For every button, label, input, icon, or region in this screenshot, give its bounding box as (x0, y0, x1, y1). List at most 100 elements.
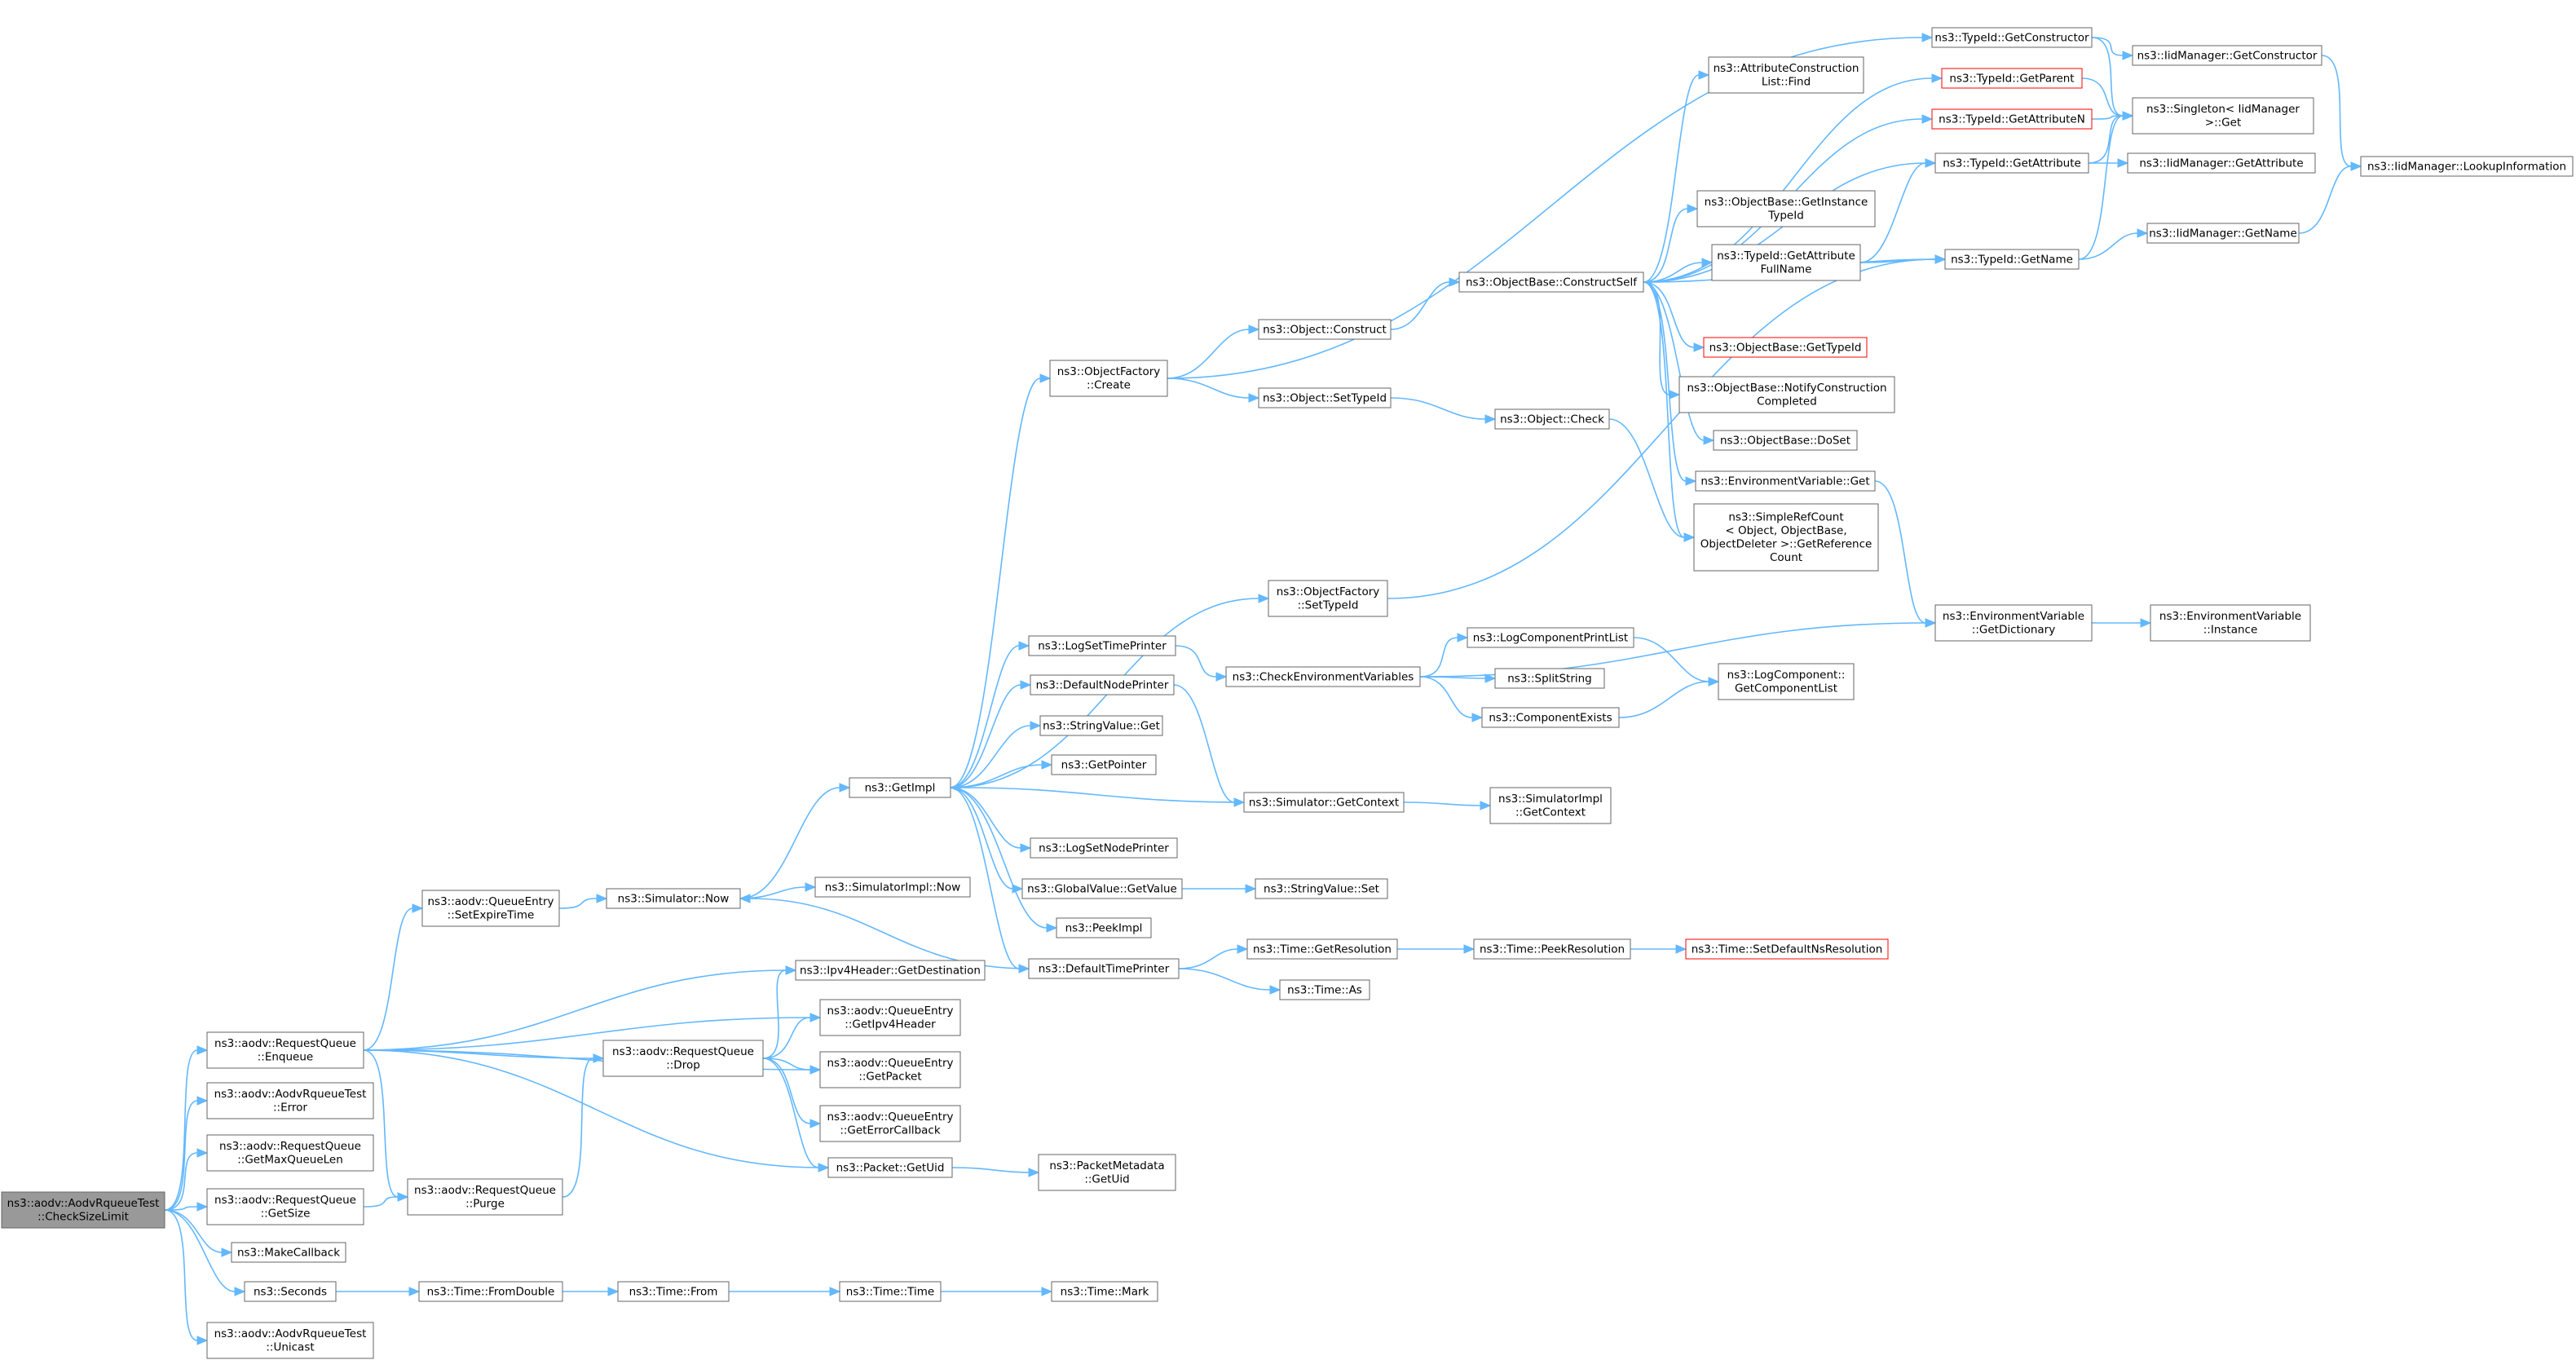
node-simimplnow[interactable]: ns3::SimulatorImpl::Now (814, 876, 971, 898)
node-box (1, 1191, 165, 1229)
node-objectcheck[interactable]: ns3::Object::Check (1494, 408, 1610, 430)
node-purge[interactable]: ns3::aodv::RequestQueue::Purge (407, 1178, 563, 1216)
node-logsetnodeprinter[interactable]: ns3::LogSetNodePrinter (1030, 837, 1178, 859)
node-typeidgetattribute[interactable]: ns3::TypeId::GetAttribute (1934, 152, 2089, 174)
node-logsettimeprinter[interactable]: ns3::LogSetTimePrinter (1028, 635, 1176, 656)
node-timeas[interactable]: ns3::Time::As (1279, 979, 1370, 1000)
node-box (1038, 1154, 1176, 1191)
edge-line (1390, 397, 1486, 420)
node-envvarinstance[interactable]: ns3::EnvironmentVariable::Instance (2150, 604, 2311, 642)
node-drop[interactable]: ns3::aodv::RequestQueue::Drop (602, 1040, 764, 1077)
node-envvarget[interactable]: ns3::EnvironmentVariable::Get (1695, 470, 1876, 492)
node-seconds[interactable]: ns3::Seconds (244, 1281, 337, 1302)
edge-constructself-to-simplerefcount (1643, 281, 1696, 542)
node-simnow[interactable]: ns3::Simulator::Now (606, 888, 741, 909)
node-getimpl[interactable]: ns3::GetImpl (849, 777, 951, 798)
edge-defaultnodeprinter-to-simgetcontext (1173, 684, 1246, 807)
node-label: ns3::GlobalValue::GetValue (1027, 882, 1177, 895)
node-ipv4getdest[interactable]: ns3::Ipv4Header::GetDestination (795, 960, 986, 981)
node-label: List::Find (1762, 76, 1811, 89)
node-envvargetdictionary[interactable]: ns3::EnvironmentVariable::GetDictionary (1934, 604, 2093, 642)
node-getsize[interactable]: ns3::aodv::RequestQueue::GetSize (206, 1188, 364, 1225)
node-box (1693, 503, 1879, 572)
node-timetime[interactable]: ns3::Time::Time (839, 1281, 942, 1302)
node-timegetresolution[interactable]: ns3::Time::GetResolution (1246, 938, 1398, 960)
node-label: ns3::Time::PeekResolution (1480, 943, 1625, 956)
node-simimplgetcontext[interactable]: ns3::SimulatorImpl::GetContext (1489, 787, 1612, 824)
node-iidgetconstructor[interactable]: ns3::IidManager::GetConstructor (2132, 45, 2322, 66)
node-checkenvvars[interactable]: ns3::CheckEnvironmentVariables (1225, 666, 1421, 687)
arrowhead (829, 1287, 841, 1296)
node-setexpiretime[interactable]: ns3::aodv::QueueEntry::SetExpireTime (421, 890, 560, 927)
node-iidlookupinfo[interactable]: ns3::IidManager::LookupInformation (2360, 156, 2574, 177)
node-geterrorcallback[interactable]: ns3::aodv::QueueEntry::GetErrorCallback (819, 1105, 961, 1142)
arrowhead (1683, 532, 1696, 542)
node-objbasedoset[interactable]: ns3::ObjectBase::DoSet (1713, 430, 1858, 451)
node-timemark[interactable]: ns3::Time::Mark (1051, 1281, 1158, 1302)
node-globalvaluegetvalue[interactable]: ns3::GlobalValue::GetValue (1021, 878, 1183, 899)
edge-typeidgetname-to-singletonget (2078, 111, 2134, 260)
edge-line (1419, 676, 1473, 718)
node-simgetcontext[interactable]: ns3::Simulator::GetContext (1243, 792, 1405, 813)
node-error[interactable]: ns3::aodv::AodvRqueueTest::Error (206, 1082, 374, 1119)
node-packetmetadatagetuid[interactable]: ns3::PacketMetadata::GetUid (1038, 1154, 1176, 1191)
node-label: ::SetExpireTime (448, 909, 535, 922)
node-timepeekresolution[interactable]: ns3::Time::PeekResolution (1473, 938, 1631, 960)
node-getmaxqueuelen[interactable]: ns3::aodv::RequestQueue::GetMaxQueueLen (206, 1134, 374, 1172)
node-makecallback[interactable]: ns3::MakeCallback (231, 1242, 346, 1263)
node-box (819, 1105, 961, 1142)
node-unicast[interactable]: ns3::aodv::AodvRqueueTest::Unicast (206, 1322, 374, 1359)
node-box (1268, 580, 1388, 617)
node-getpointer[interactable]: ns3::GetPointer (1051, 754, 1157, 775)
arrowhead (2140, 618, 2152, 628)
node-objfactorycreate[interactable]: ns3::ObjectFactory::Create (1049, 360, 1168, 397)
node-logcomponentprintlist[interactable]: ns3::LogComponentPrintList (1467, 627, 1634, 648)
node-box (1494, 668, 1605, 689)
node-stringvalueget[interactable]: ns3::StringValue::Get (1039, 715, 1163, 736)
node-setdefaultnsres[interactable]: ns3::Time::SetDefaultNsResolution (1685, 938, 1889, 960)
node-box (244, 1281, 337, 1302)
arrowhead (1463, 944, 1475, 954)
node-iidgetname[interactable]: ns3::IidManager::GetName (2146, 223, 2300, 244)
node-label: < Object, ObjectBase, (1725, 524, 1846, 537)
node-peekimpl[interactable]: ns3::PeekImpl (1056, 917, 1152, 938)
node-enqueue[interactable]: ns3::aodv::RequestQueue::Enqueue (206, 1031, 364, 1069)
node-componentexists[interactable]: ns3::ComponentExists (1481, 707, 1620, 728)
node-objectconstruct[interactable]: ns3::Object::Construct (1258, 319, 1392, 340)
node-stringvalueset[interactable]: ns3::StringValue::Set (1255, 878, 1388, 899)
edge-enqueue-to-setexpiretime (363, 903, 424, 1051)
node-splitstring[interactable]: ns3::SplitString (1494, 668, 1605, 689)
node-typeidgetconstructor[interactable]: ns3::TypeId::GetConstructor (1931, 27, 2093, 48)
node-notifyconstructioncompleted[interactable]: ns3::ObjectBase::NotifyConstructionCompl… (1678, 376, 1895, 413)
node-packetgetuid[interactable]: ns3::Packet::GetUid (827, 1157, 953, 1178)
node-getipv4header[interactable]: ns3::aodv::QueueEntry::GetIpv4Header (819, 999, 961, 1036)
node-typeidgetparent[interactable]: ns3::TypeId::GetParent (1941, 68, 2083, 89)
node-defaulttimeprinter[interactable]: ns3::DefaultTimePrinter (1028, 958, 1180, 979)
node-label: ns3::ObjectBase::GetTypeId (1709, 341, 1862, 354)
edge-simnow-to-getimpl (739, 783, 851, 899)
arrowhead (1484, 673, 1497, 683)
node-getpacket[interactable]: ns3::aodv::QueueEntry::GetPacket (819, 1051, 961, 1088)
node-objfactorysettypeid[interactable]: ns3::ObjectFactory::SetTypeId (1268, 580, 1388, 617)
arrowhead (1233, 797, 1246, 807)
node-typeidgetattributen[interactable]: ns3::TypeId::GetAttributeN (1931, 108, 2093, 130)
node-objbasegettypeid[interactable]: ns3::ObjectBase::GetTypeId (1703, 337, 1868, 358)
node-iidgetattribute[interactable]: ns3::IidManager::GetAttribute (2127, 152, 2316, 174)
node-root[interactable]: ns3::aodv::AodvRqueueTest::CheckSizeLimi… (1, 1191, 165, 1229)
node-objectsettypeid[interactable]: ns3::Object::SetTypeId (1258, 387, 1392, 408)
node-typeidgetname[interactable]: ns3::TypeId::GetName (1944, 249, 2080, 270)
node-box (206, 1134, 374, 1172)
arrowhead (1028, 1168, 1040, 1177)
node-layer: ns3::aodv::AodvRqueueTest::CheckSizeLimi… (1, 27, 2574, 1359)
edge-getimpl-to-getpointer (950, 760, 1053, 788)
node-timefrom[interactable]: ns3::Time::From (617, 1281, 730, 1302)
node-defaultnodeprinter[interactable]: ns3::DefaultNodePrinter (1030, 674, 1175, 695)
node-timefromdouble[interactable]: ns3::Time::FromDouble (418, 1281, 563, 1302)
node-constructself[interactable]: ns3::ObjectBase::ConstructSelf (1458, 272, 1644, 293)
node-simplerefcount[interactable]: ns3::SimpleRefCount< Object, ObjectBase,… (1693, 503, 1879, 572)
node-logcomponentgetlist[interactable]: ns3::LogComponent::GetComponentList (1718, 663, 1855, 700)
node-singletonget[interactable]: ns3::Singleton< IidManager>::Get (2132, 97, 2314, 135)
